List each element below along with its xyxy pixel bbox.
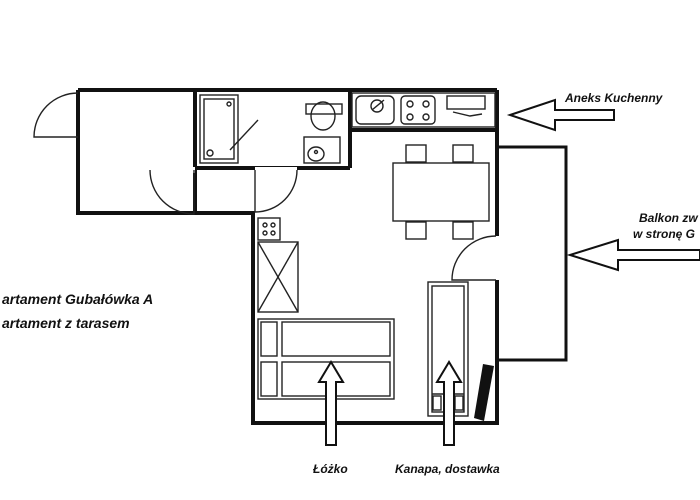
sofa-arrow xyxy=(435,360,463,446)
balcony xyxy=(497,145,568,362)
dining-table xyxy=(392,144,490,240)
bed-arrow xyxy=(317,360,345,446)
bed-label: Łóżko xyxy=(312,462,348,476)
balcony-door xyxy=(451,235,499,281)
apartment-label-line2: artament z tarasem xyxy=(2,315,130,331)
shower-icon xyxy=(199,94,259,164)
kitchen-label: Aneks Kuchenny xyxy=(564,91,664,105)
kitchen-arrow xyxy=(506,98,615,132)
fridge-icon xyxy=(257,217,281,241)
wardrobe xyxy=(257,241,299,313)
balcony-label-line2: w stronę G xyxy=(633,227,695,241)
kitchen-counter xyxy=(351,92,496,128)
entrance-door xyxy=(33,92,79,138)
apartment-label-line1: artament Gubałówka A xyxy=(2,291,153,307)
balcony-label-line1: Balkon zw xyxy=(639,211,698,225)
bathroom-door xyxy=(149,167,195,215)
outer-walls xyxy=(76,88,499,425)
room-door xyxy=(254,167,298,213)
sofa-label: Kanapa, dostawka xyxy=(395,462,500,476)
washbasin-icon xyxy=(303,136,341,164)
toilet-icon xyxy=(305,101,343,131)
balcony-arrow xyxy=(566,238,700,272)
bed xyxy=(257,318,395,400)
window xyxy=(474,364,494,421)
